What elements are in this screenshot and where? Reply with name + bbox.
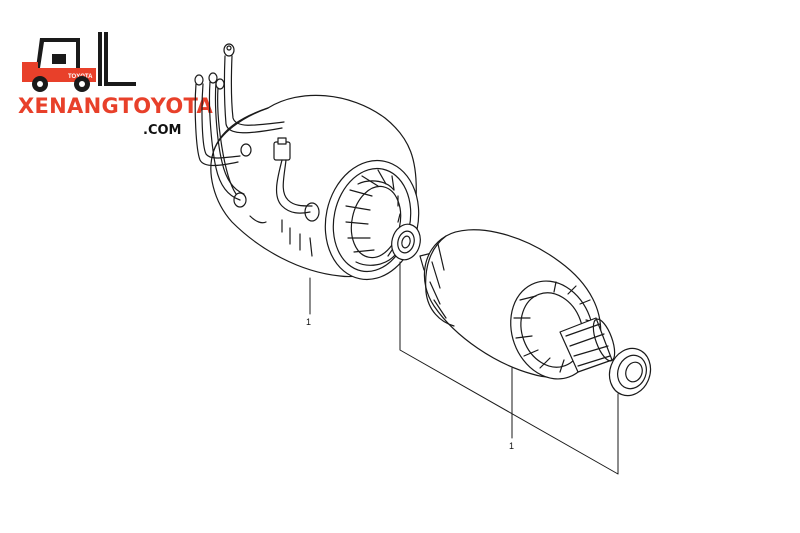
rotor-assembly [419,229,616,380]
logo-domain: .COM [143,123,182,138]
logo-name-part1: XENANG [18,94,119,118]
bearing-left [391,223,421,261]
leader-lines [309,261,619,475]
callout-rotor: 1 [509,441,515,451]
stator-cable-leads [194,43,313,214]
logo-wordmark: XENANGTOYOTA [18,94,213,118]
stator-housing [210,94,420,281]
forklift-logo: TOYOTA [22,32,136,92]
callout-stator: 1 [306,317,312,327]
logo-name-part2: TOYOTA [118,94,214,118]
bearing-right [608,347,652,397]
